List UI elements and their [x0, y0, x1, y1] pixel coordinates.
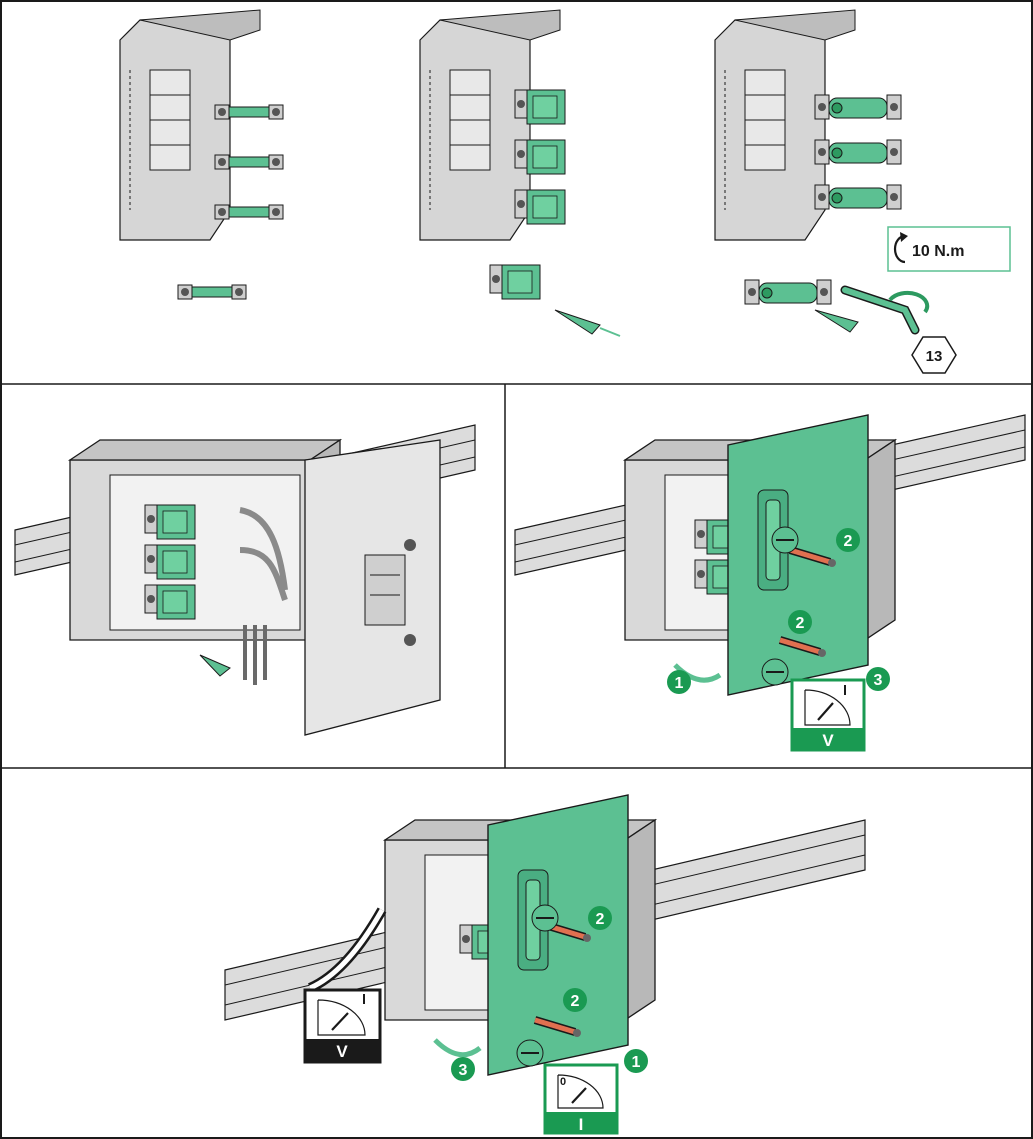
hex-size-label: 13 [926, 348, 943, 365]
close-arrow-lower [433, 1038, 482, 1058]
insert-arrow-1 [554, 309, 621, 337]
step-2-bottom-bottom: 2 [571, 993, 580, 1010]
open-door [304, 439, 441, 736]
step-2-badge-bottom-bottom: 2 [563, 988, 587, 1012]
step-2-mid-bottom: 2 [796, 615, 805, 632]
spare-cylindrical-fuse [177, 284, 247, 300]
ammeter-zero: 0 [560, 1076, 566, 1088]
ammeter-green: 0 I [543, 1063, 619, 1135]
step-2-mid-top: 2 [844, 533, 853, 550]
close-arrow [673, 663, 722, 683]
voltage-label-mid: V [822, 731, 834, 750]
step-2-badge-bottom-top: 2 [588, 906, 612, 930]
voltmeter-black: V [303, 988, 382, 1064]
step-3-bottom: 3 [459, 1062, 468, 1079]
spare-bolted-fuse [744, 279, 832, 305]
wrench-icon [840, 285, 930, 335]
pointer-to-voltmeter [307, 907, 387, 993]
cover-closed [487, 794, 629, 1076]
step-1-badge-mid: 1 [667, 670, 691, 694]
hex-tool-size: 13 [911, 336, 957, 374]
step-2-badge-mid-top: 2 [836, 528, 860, 552]
step-3-mid: 3 [874, 672, 883, 689]
step-2-badge-mid-bottom: 2 [788, 610, 812, 634]
step-3-badge-bottom: 3 [451, 1057, 475, 1081]
step-3-badge-mid: 3 [866, 667, 890, 691]
current-label: I [579, 1115, 584, 1134]
step-2-bottom-top: 2 [596, 911, 605, 928]
step-1-badge-bottom: 1 [624, 1049, 648, 1073]
step-1-mid: 1 [675, 675, 684, 692]
voltmeter-green: V [790, 678, 866, 752]
torque-value: 10 N.m [912, 243, 964, 260]
voltage-label-bottom: V [336, 1042, 348, 1061]
insert-arrow-2 [814, 309, 859, 333]
step-1-bottom: 1 [632, 1054, 641, 1071]
torque-callout: 10 N.m [887, 226, 1011, 272]
enclosure-open [69, 439, 341, 685]
